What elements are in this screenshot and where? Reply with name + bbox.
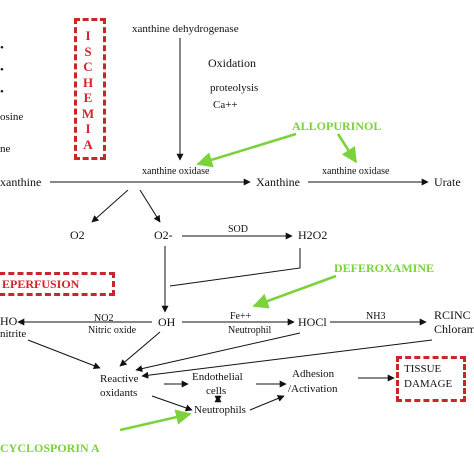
left-fragment-3: • (0, 86, 4, 98)
left-fragment-1: • (0, 42, 4, 54)
arrow-neutrophils-to-adhesion (249, 395, 285, 411)
hypoxanthine-label: xanthine (0, 175, 42, 189)
arrow-cyclosporin-to-neutrophils (119, 409, 192, 432)
nh3-label: NH3 (366, 311, 386, 322)
arrow-oh-to-reactive (119, 331, 161, 367)
reactive-label: Reactive (100, 373, 139, 385)
damage-label: DAMAGE (404, 378, 453, 390)
activation-label: /Activation (288, 383, 338, 395)
arrow-allopurinol-to-xo1 (196, 132, 297, 168)
neutrophil-label: Neutrophil (228, 325, 272, 336)
left-fragment-5: ne (0, 143, 11, 155)
arrow-h2o2-to-oh (169, 248, 301, 287)
fe-label: Fe++ (230, 311, 252, 322)
xanthine-oxidase-1-label: xanthine oxidase (142, 166, 210, 177)
o2-label: O2 (70, 228, 85, 242)
calcium-label: Ca++ (213, 99, 238, 111)
arrow-hocl-to-reactive (135, 332, 301, 373)
oxidation-label: Oxidation (208, 56, 256, 70)
oh-label: OH (158, 315, 176, 329)
nitrite-label: nitrite (0, 328, 27, 340)
arrow-nitrite-to-reactive (27, 339, 101, 369)
tissue-label: TISSUE (404, 363, 442, 375)
arrow-rcinc-to-reactive (141, 339, 433, 379)
no2-label: NO2 (94, 313, 114, 324)
sod-label: SOD (228, 224, 249, 235)
cyclosporin-label: CYCLOSPORIN A (0, 441, 100, 455)
deferoxamine-label: DEFEROXAMINE (334, 261, 435, 275)
cells-label: cells (206, 385, 227, 397)
oxidants-label: oxidants (100, 387, 138, 399)
arrow-deferoxamine-to-fe (252, 274, 337, 309)
ischemia-box (74, 18, 106, 160)
reperfusion-label: EPERFUSION (2, 277, 80, 291)
h2o2-label: H2O2 (298, 228, 328, 242)
nitric-oxide-label: Nitric oxide (88, 325, 137, 336)
rcinc-label: RCINC (434, 308, 471, 322)
o2minus-label: O2- (154, 228, 173, 242)
chloram-label: Chloram (434, 322, 474, 336)
ischemia-label: I S C H E M I A (81, 28, 95, 152)
hocl-label: HOCl (298, 315, 327, 329)
arrow-reactive-to-neutrophils (151, 395, 193, 412)
tissue-damage-box (396, 356, 466, 402)
left-fragment-2: • (0, 64, 4, 76)
neutrophils-label: Neutrophils (194, 404, 246, 416)
arrow-to-o2 (91, 189, 129, 223)
adhesion-label: Adhesion (292, 368, 335, 380)
left-fragment-4: osine (0, 111, 24, 123)
xanthine-label: Xanthine (256, 175, 300, 189)
ho-label: HO- (0, 314, 22, 328)
xanthine-dehydrogenase-label: xanthine dehydrogenase (132, 23, 239, 35)
proteolysis-label: proteolysis (210, 82, 259, 94)
arrow-allopurinol-to-xo2 (336, 133, 358, 164)
xanthine-oxidase-2-label: xanthine oxidase (322, 166, 390, 177)
reperfusion-box (0, 272, 115, 296)
endothelial-label: Endothelial (192, 371, 243, 383)
urate-label: Urate (434, 175, 461, 189)
allopurinol-label: ALLOPURINOL (292, 119, 382, 133)
arrow-to-o2minus (139, 189, 161, 223)
